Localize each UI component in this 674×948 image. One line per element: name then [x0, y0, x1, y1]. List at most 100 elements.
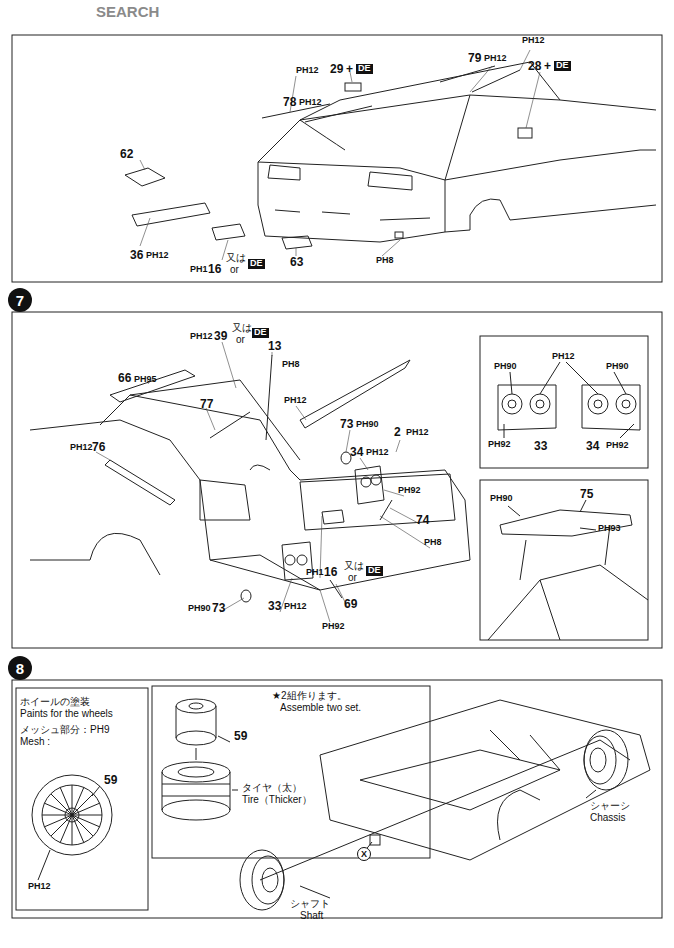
note-text: or: [348, 572, 357, 583]
paint-callout: PH12: [484, 54, 507, 64]
note-text: シャーシ: [590, 800, 630, 811]
step-panel: [12, 680, 662, 918]
callout-number: 16: [324, 566, 337, 579]
paint-callout: PH12: [70, 443, 93, 453]
paint-callout: PH12: [296, 66, 319, 76]
paint-callout: PH12: [552, 352, 575, 362]
paint-callout: PH92: [488, 440, 511, 450]
step-number-text: 7: [16, 292, 24, 309]
paint-callout: PH12: [28, 882, 51, 892]
step-panel: [12, 35, 662, 282]
callout-number: +: [346, 63, 353, 76]
paint-callout: PH1: [190, 265, 208, 275]
paint-callout: PH92: [322, 622, 345, 632]
callout-number: 69: [344, 598, 357, 611]
callout-number: 29: [330, 63, 343, 76]
callout-number: 62: [120, 148, 133, 161]
callout-number: 59: [234, 730, 247, 743]
decal-mark: DE: [366, 566, 383, 576]
paint-callout: PH90: [606, 362, 629, 372]
callout-number: 66: [118, 372, 131, 385]
paint-callout: PH12: [146, 251, 169, 261]
callout-number: 75: [580, 488, 593, 501]
paint-callout: PH12: [299, 98, 322, 108]
inset-box: [480, 336, 648, 468]
note-text: ★2組作ります。: [272, 690, 347, 701]
note-text: Chassis: [590, 812, 626, 823]
callout-number: 63: [290, 256, 303, 269]
callout-number: 2: [394, 426, 401, 439]
note-text: or: [236, 334, 245, 345]
paint-callout: PH12: [406, 428, 429, 438]
note-text: Mesh :: [20, 736, 50, 747]
paint-callout: PH8: [424, 538, 442, 548]
note-text: 又は: [232, 322, 252, 333]
paint-callout: PH95: [134, 375, 157, 385]
decal-mark: DE: [252, 328, 269, 338]
callout-number: 34: [586, 440, 599, 453]
decal-mark: DE: [554, 61, 571, 71]
car-rear: [30, 380, 470, 590]
callout-number: 28: [528, 60, 541, 73]
callout-number: 76: [92, 441, 105, 454]
callout-number: 77: [200, 398, 213, 411]
note-text: 又は: [226, 252, 246, 263]
callout-number: 79: [468, 52, 481, 65]
tire-assembly: [162, 699, 238, 820]
paint-callout: PH12: [284, 602, 307, 612]
callout-number: 33: [534, 440, 547, 453]
paint-callout: PH1: [306, 568, 324, 578]
roof-light-detail: [488, 500, 648, 640]
callout-number: 36: [130, 249, 143, 262]
paint-callout: PH92: [606, 441, 629, 451]
paint-callout: PH90: [188, 604, 211, 614]
paint-callout: PH90: [356, 420, 379, 430]
car-front: [258, 62, 656, 242]
note-text: or: [230, 264, 239, 275]
callout-number: 73: [212, 602, 225, 615]
leader-line: [96, 342, 430, 622]
paint-callout: PH12: [522, 36, 545, 46]
note-text: メッシュ部分：PH9: [20, 724, 109, 735]
note-text: シャフト: [290, 898, 330, 909]
callout-number: +: [544, 60, 551, 73]
paint-callout: PH92: [398, 486, 421, 496]
lamp-detail: [498, 362, 640, 438]
paint-callout: PH12: [366, 448, 389, 458]
note-text: 又は: [344, 560, 364, 571]
note-text: Paints for the wheels: [20, 708, 113, 719]
inset-box: [152, 686, 430, 858]
step-panel: [12, 312, 662, 648]
separate-parts: [105, 355, 410, 602]
callout-number: 39: [214, 330, 227, 343]
callout-number: 34: [350, 446, 363, 459]
callout-number: 33: [268, 600, 281, 613]
callout-number: 13: [268, 340, 281, 353]
paint-callout: PH90: [490, 494, 513, 504]
step-number: 8: [8, 656, 32, 680]
paint-callout: PH8: [376, 256, 394, 266]
watermark: SEARCH: [96, 4, 159, 21]
callout-number: 73: [340, 418, 353, 431]
callout-number: 74: [416, 514, 429, 527]
callout-number: 78: [283, 96, 296, 109]
decal-mark: DE: [248, 259, 265, 269]
paint-callout: PH90: [494, 362, 517, 372]
inset-box: [480, 480, 648, 640]
inset-box: [16, 688, 148, 910]
decal-mark: DE: [356, 64, 373, 74]
note-text: タイヤ（太）: [242, 782, 302, 793]
paint-callout: PH93: [598, 524, 621, 534]
separate-parts: [125, 66, 532, 249]
wheel-paint: [32, 775, 112, 880]
part-letter: X: [357, 847, 371, 861]
note-text: ホイールの塗装: [20, 696, 90, 707]
step-number-text: 8: [16, 660, 24, 677]
step-number: 7: [8, 288, 32, 312]
chassis: [240, 700, 650, 910]
paint-callout: PH12: [190, 332, 213, 342]
leader-line: [140, 50, 540, 260]
paint-callout: PH8: [282, 360, 300, 370]
callout-number: 59: [104, 774, 117, 787]
